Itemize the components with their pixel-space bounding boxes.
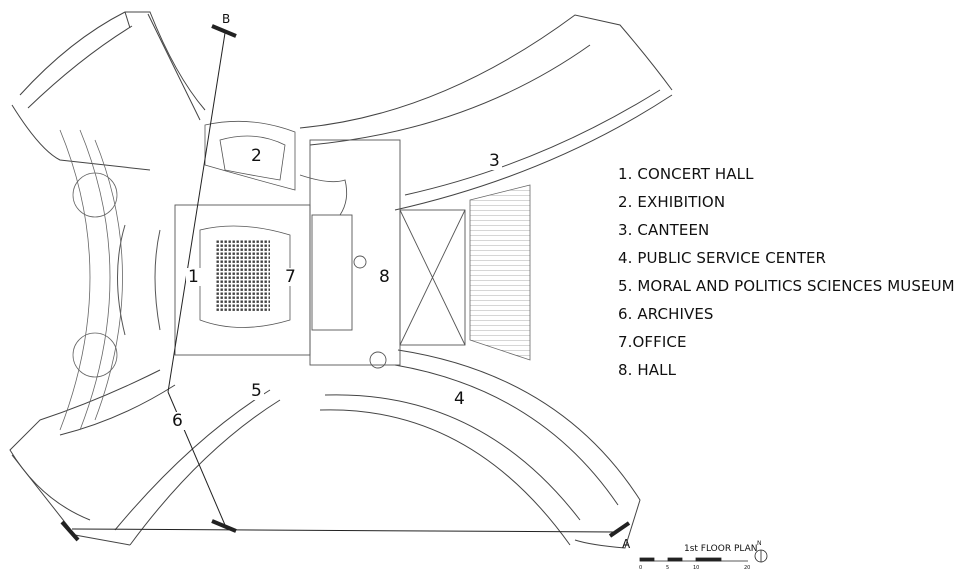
plan-title: 1st FLOOR PLAN bbox=[684, 544, 758, 554]
room-label-7: 7 bbox=[283, 267, 298, 287]
west-curved-facade bbox=[59, 129, 123, 431]
scale-number: 0 bbox=[639, 565, 643, 571]
legend-item: 5. MORAL AND POLITICS SCIENCES MUSEUM bbox=[618, 277, 955, 295]
north-label: N bbox=[757, 540, 762, 547]
north-arrow-icon bbox=[754, 549, 768, 563]
east-tiered-steps bbox=[469, 184, 531, 361]
section-mark-a: A bbox=[622, 537, 631, 551]
scale-bar bbox=[639, 557, 748, 562]
exhibition-room bbox=[204, 120, 296, 191]
legend-item: 2. EXHIBITION bbox=[618, 193, 726, 211]
legend-item: 4. PUBLIC SERVICE CENTER bbox=[618, 249, 827, 267]
legend-item: 3. CANTEEN bbox=[618, 221, 710, 239]
section-line-a bbox=[60, 520, 631, 542]
room-label-4: 4 bbox=[452, 389, 467, 409]
room-label-8: 8 bbox=[377, 267, 392, 287]
scale-number: 10 bbox=[693, 565, 700, 571]
legend: 1. CONCERT HALL 2. EXHIBITION 3. CANTEEN… bbox=[618, 160, 955, 384]
concert-hall-seating bbox=[117, 224, 291, 336]
legend-item: 8. HALL bbox=[618, 361, 677, 379]
room-label-1: 1 bbox=[186, 267, 201, 287]
legend-item: 6. ARCHIVES bbox=[618, 305, 714, 323]
section-mark-b: B bbox=[222, 12, 231, 26]
room-label-6: 6 bbox=[170, 411, 185, 431]
scale-number: 20 bbox=[744, 565, 751, 571]
scale-number: 5 bbox=[666, 565, 670, 571]
legend-item: 7.OFFICE bbox=[618, 333, 687, 351]
room-label-2: 2 bbox=[249, 146, 264, 166]
legend-item: 1. CONCERT HALL bbox=[618, 165, 754, 183]
building-outline bbox=[9, 11, 673, 549]
room-label-3: 3 bbox=[487, 151, 502, 171]
central-hall bbox=[174, 139, 466, 369]
room-label-5: 5 bbox=[249, 381, 264, 401]
